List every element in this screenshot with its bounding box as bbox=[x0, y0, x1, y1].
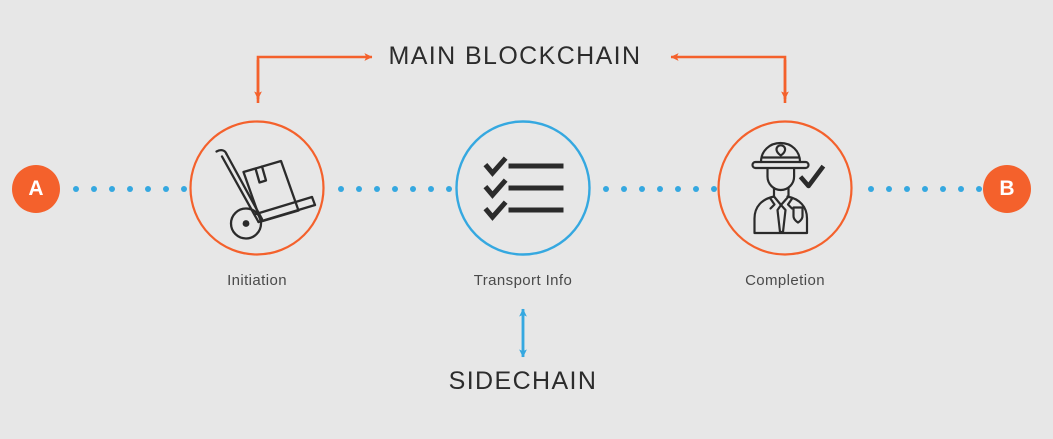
connector-dot bbox=[356, 186, 362, 192]
sidechain-title: SIDECHAIN bbox=[448, 367, 598, 395]
connector-dot bbox=[127, 186, 133, 192]
connector-dot bbox=[922, 186, 928, 192]
checklist-icon bbox=[483, 156, 564, 221]
connector-dot bbox=[446, 186, 452, 192]
connector-dot bbox=[163, 186, 169, 192]
connector-dot bbox=[91, 186, 97, 192]
connector-dot bbox=[374, 186, 380, 192]
connector-dot bbox=[392, 186, 398, 192]
connector-dot bbox=[410, 186, 416, 192]
connector-dot bbox=[693, 186, 699, 192]
connector-dot bbox=[868, 186, 874, 192]
connector-dot bbox=[73, 186, 79, 192]
dotted-connector-transport-to-completion bbox=[603, 186, 717, 192]
connector-dot bbox=[428, 186, 434, 192]
dotted-connector-a-to-initiation bbox=[73, 186, 187, 192]
endpoint-b[interactable] bbox=[983, 165, 1031, 213]
connector-dot bbox=[109, 186, 115, 192]
main-blockchain-right-arrow bbox=[670, 53, 789, 103]
connector-dot bbox=[711, 186, 717, 192]
connector-dot bbox=[639, 186, 645, 192]
stage-initiation[interactable] bbox=[189, 120, 325, 256]
endpoint-b-label: B bbox=[999, 177, 1015, 200]
connector-dot bbox=[145, 186, 151, 192]
connector-dot bbox=[657, 186, 663, 192]
officer-check-icon bbox=[751, 141, 826, 235]
stage-label-transport-info: Transport Info bbox=[473, 272, 573, 289]
main-blockchain-title: MAIN BLOCKCHAIN bbox=[388, 42, 642, 70]
dotted-connector-completion-to-b bbox=[868, 186, 982, 192]
connector-dot bbox=[940, 186, 946, 192]
stage-completion[interactable] bbox=[717, 120, 853, 256]
connector-dot bbox=[958, 186, 964, 192]
endpoint-a[interactable] bbox=[12, 165, 60, 213]
connector-dot bbox=[976, 186, 982, 192]
connector-dot bbox=[904, 186, 910, 192]
stage-label-initiation: Initiation bbox=[227, 272, 287, 289]
dotted-connector-initiation-to-transport bbox=[338, 186, 452, 192]
hand-truck-box-icon bbox=[215, 148, 317, 240]
stage-label-completion: Completion bbox=[745, 272, 825, 289]
connector-dot bbox=[603, 186, 609, 192]
connector-dot bbox=[886, 186, 892, 192]
connector-dot bbox=[675, 186, 681, 192]
connector-dot bbox=[621, 186, 627, 192]
endpoint-a-label: A bbox=[28, 177, 44, 200]
main-blockchain-left-arrow bbox=[254, 53, 373, 103]
dotted-connectors bbox=[73, 186, 982, 192]
connector-dot bbox=[181, 186, 187, 192]
stage-transport-info[interactable] bbox=[455, 120, 591, 256]
connector-dot bbox=[338, 186, 344, 192]
